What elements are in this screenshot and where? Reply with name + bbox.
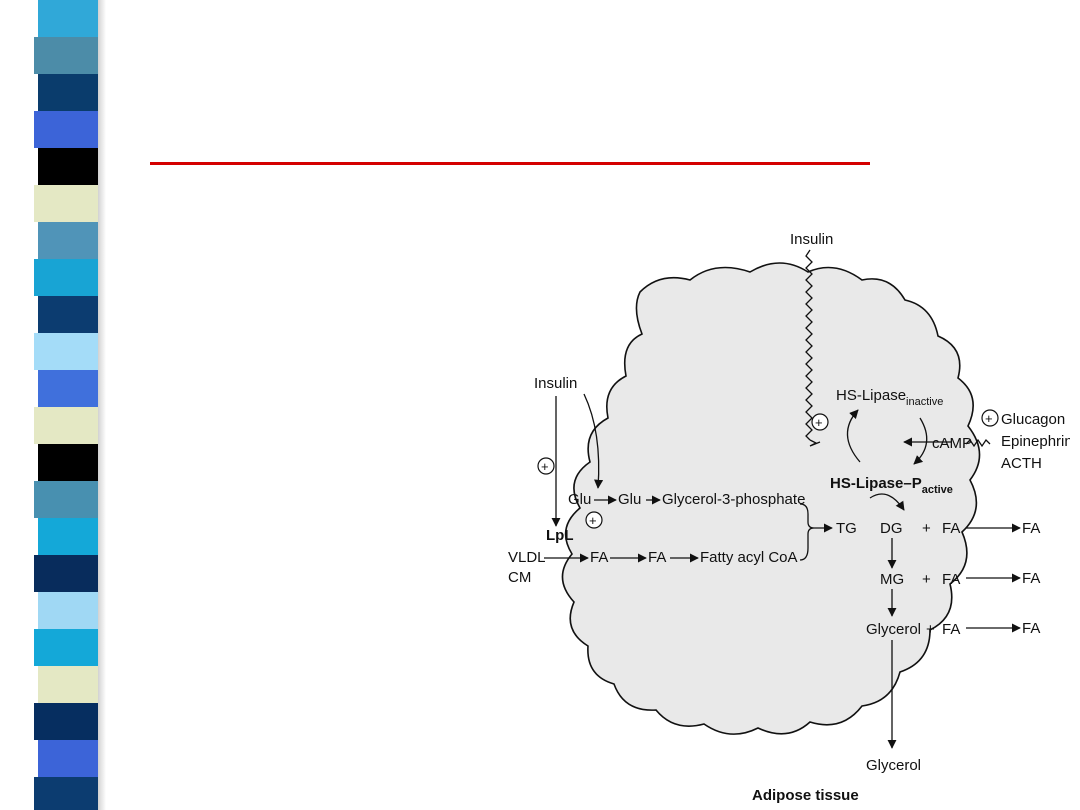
- plus-mg-label: +: [922, 571, 931, 588]
- vldl-label: VLDL: [508, 549, 546, 566]
- stripe-segment: [38, 222, 98, 259]
- tg-label: TG: [836, 520, 857, 537]
- stripe-segment: [34, 259, 98, 296]
- plus-sign: +: [985, 411, 993, 426]
- hs-lipase-inactive-label: HS-Lipaseinactive: [836, 387, 943, 408]
- plus-circle-glu: [585, 511, 603, 529]
- stripe-segment: [34, 37, 98, 74]
- insulin-signal-squiggle: [805, 249, 813, 441]
- fa-out-3-label: FA: [1022, 620, 1040, 637]
- plus-dg-label: +: [922, 520, 931, 537]
- stripe-segment: [34, 333, 98, 370]
- glycerol-3-phosphate-label: Glycerol-3-phosphate: [662, 491, 805, 508]
- stripe-segment: [38, 74, 98, 111]
- stripe-segment: [34, 407, 98, 444]
- adipocyte-cell-outline: [561, 262, 981, 735]
- lipase-to-dg-arrow: [869, 493, 905, 511]
- camp-label: cAMP: [932, 435, 972, 452]
- insulin-signal-tail: [809, 439, 821, 447]
- stripe-segment: [38, 518, 98, 555]
- plus-glycerol-label: +: [926, 621, 935, 638]
- decorative-stripe-bar: [0, 0, 120, 810]
- fa-inside-label: FA: [648, 549, 666, 566]
- stripe-segment: [38, 592, 98, 629]
- glu-outside-label: Glu: [568, 491, 591, 508]
- stripe-segment: [38, 740, 98, 777]
- glycerol-out-label: Glycerol: [866, 757, 921, 774]
- stripe-segment: [38, 666, 98, 703]
- stripe-segment: [34, 185, 98, 222]
- stripe-segment: [34, 777, 98, 810]
- stripe-segment: [38, 148, 98, 185]
- insulin-to-glu-arrow: [583, 393, 604, 489]
- acth-label: ACTH: [1001, 455, 1042, 472]
- stripe-segment: [38, 0, 98, 37]
- insulin-left-label: Insulin: [534, 375, 577, 392]
- epinephrine-label: Epinephrine: [1001, 433, 1070, 450]
- diagram-caption: Adipose tissue: [752, 787, 859, 804]
- dg-label: DG: [880, 520, 903, 537]
- cm-label: CM: [508, 569, 531, 586]
- mg-label: MG: [880, 571, 904, 588]
- stripe-segment: [34, 481, 98, 518]
- plus-sign: +: [815, 415, 823, 430]
- fatty-acyl-coa-label: Fatty acyl CoA: [700, 549, 798, 566]
- plus-sign: +: [589, 513, 597, 528]
- hs-lipase-active-label: HS-Lipase–Pactive: [830, 475, 953, 496]
- fa-glycerol-label: FA: [942, 621, 960, 638]
- plus-sign: +: [541, 459, 549, 474]
- stripe-segment: [34, 629, 98, 666]
- stripe-segment: [38, 370, 98, 407]
- hormone-signal-squiggle: [965, 438, 991, 448]
- activation-cycle-arrow-left: [846, 409, 861, 463]
- plus-circle-hormones: [981, 409, 999, 427]
- glu-inside-label: Glu: [618, 491, 641, 508]
- insulin-top-label: Insulin: [790, 231, 833, 248]
- fa-out-1-label: FA: [1022, 520, 1040, 537]
- glycerol-inside-label: Glycerol: [866, 621, 921, 638]
- glucagon-label: Glucagon: [1001, 411, 1065, 428]
- fa-out-2-label: FA: [1022, 570, 1040, 587]
- stripe-segment: [38, 444, 98, 481]
- adipose-tissue-diagram: Insulin + HS-Lipaseinactive cAMP + Gluca…: [508, 231, 1070, 804]
- fa-membrane-label: FA: [590, 549, 608, 566]
- stripe-segment: [38, 296, 98, 333]
- lpl-label: LpL: [546, 527, 574, 544]
- plus-circle-lpl: [537, 457, 555, 475]
- stripe-segment: [34, 703, 98, 740]
- plus-circle-insulin-top: [811, 413, 829, 431]
- fa-dg-label: FA: [942, 520, 960, 537]
- stripe-segment: [34, 555, 98, 592]
- stripe-segment: [34, 111, 98, 148]
- title-underline: [150, 162, 870, 165]
- fa-mg-label: FA: [942, 571, 960, 588]
